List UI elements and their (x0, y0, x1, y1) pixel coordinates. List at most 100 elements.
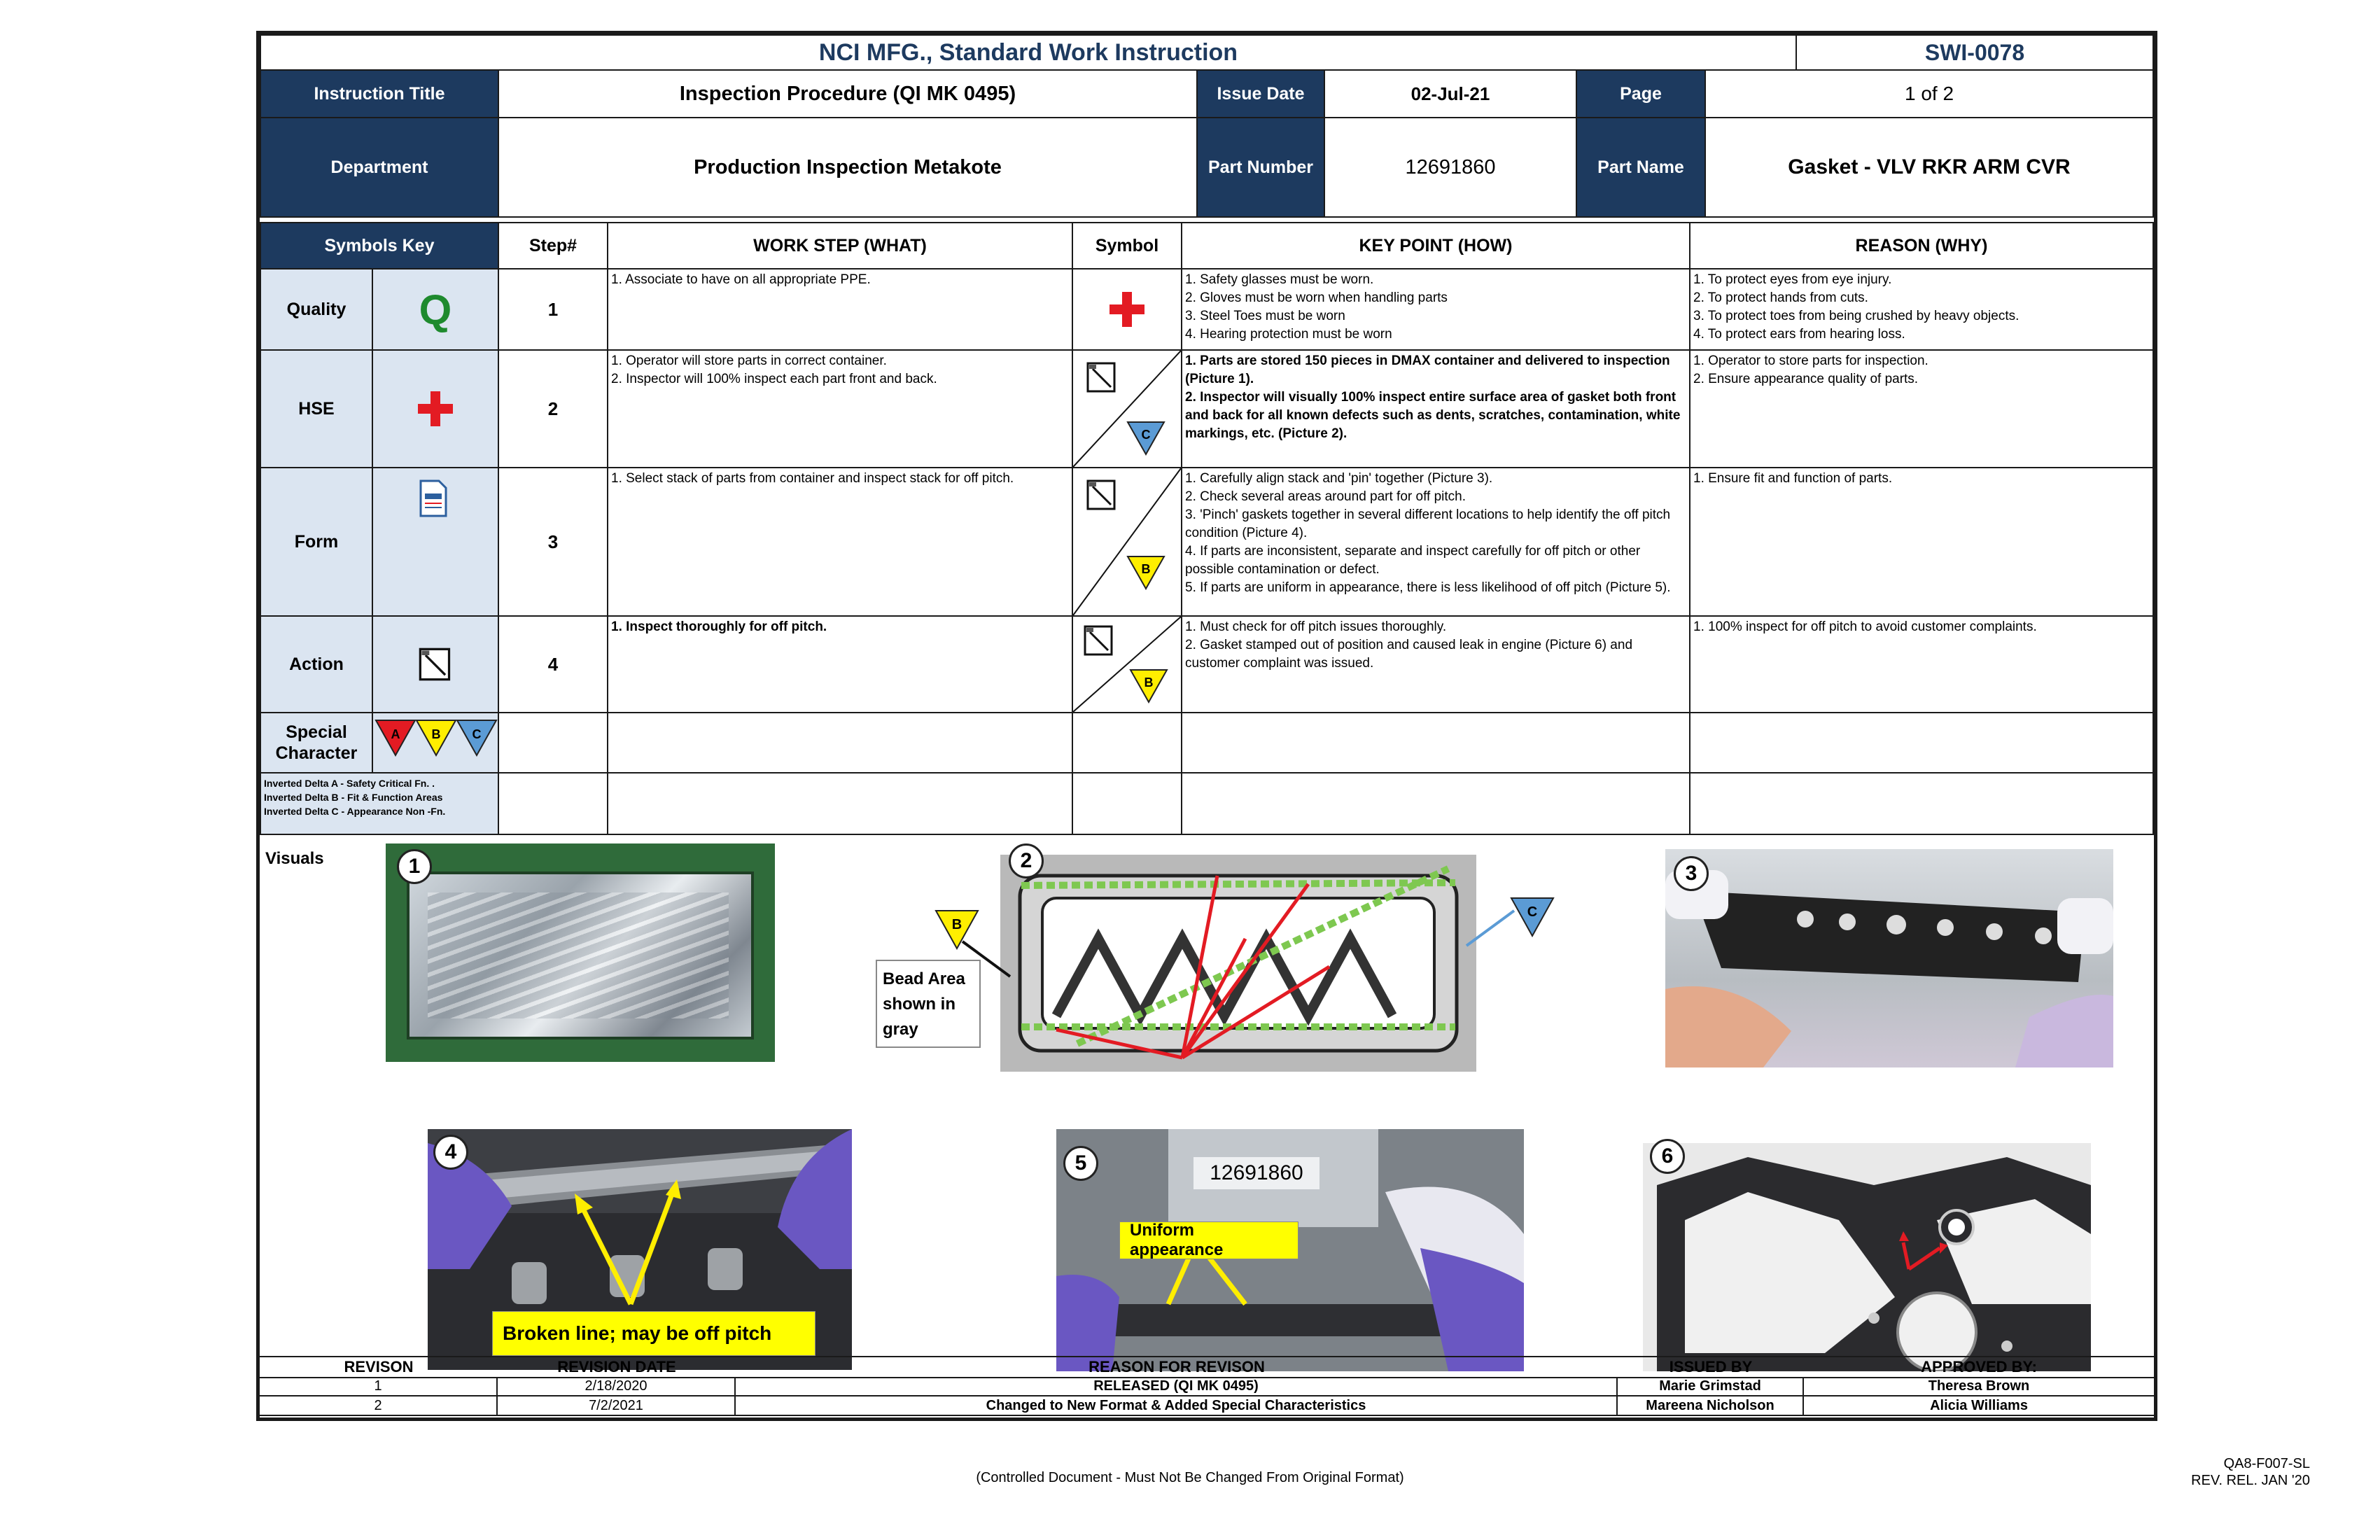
picture-6-number: 6 (1650, 1139, 1685, 1174)
gasket-closeup-drawing (1657, 1157, 2091, 1371)
step-3-number: 3 (498, 467, 608, 617)
picture-1-parts-container (386, 844, 775, 1062)
step-header: Step# (498, 222, 608, 270)
issue-date: 02-Jul-21 (1324, 69, 1577, 118)
symbol-header: Symbol (1072, 222, 1182, 270)
svg-text:B: B (432, 727, 441, 741)
hse-cross-icon (418, 391, 453, 426)
key-hse-symbol (372, 349, 499, 468)
diagonal-divider (1073, 468, 1181, 615)
delta-c-icon: C (1126, 421, 1166, 456)
row-6-step (498, 772, 608, 835)
svg-text:B: B (1142, 562, 1151, 576)
step-4-what: 1. Inspect thoroughly for off pitch. (607, 615, 1073, 713)
bead-area-arrow (961, 940, 1011, 978)
visuals-label: Visuals (265, 849, 324, 868)
revision-table: REVISON REVISION DATE REASON FOR REVISON… (260, 1356, 2154, 1418)
part-number-label: Part Number (1196, 117, 1325, 218)
step-4-why: 1. 100% inspect for off pitch to avoid c… (1689, 615, 2154, 713)
revision-date-col-header: REVISION DATE (557, 1358, 676, 1376)
revision-col-header: REVISON (344, 1358, 414, 1376)
department: Production Inspection Metakote (498, 117, 1198, 218)
step-4-number: 4 (498, 615, 608, 713)
step-2-number: 2 (498, 349, 608, 468)
page-label: Page (1576, 69, 1706, 118)
revision-row-2: 2 7/2/2021 Changed to New Format & Added… (260, 1396, 2154, 1416)
delta-c-icon: C (456, 720, 498, 757)
company-title: NCI MFG., Standard Work Instruction (260, 34, 1797, 71)
svg-text:B: B (952, 917, 962, 932)
step-3-symbol: B (1072, 467, 1182, 617)
step-4-how: 1. Must check for off pitch issues thoro… (1181, 615, 1690, 713)
step-1-what: 1. Associate to have on all appropriate … (607, 268, 1073, 351)
revision-approved-by: Theresa Brown (1928, 1378, 2030, 1394)
diagonal-divider (1073, 617, 1181, 712)
delta-legend: Inverted Delta A - Safety Critical Fn. .… (260, 772, 499, 835)
row-5-why (1689, 712, 2154, 774)
row-6-symbol (1072, 772, 1182, 835)
picture-5-number: 5 (1063, 1146, 1098, 1181)
controlled-document-note: (Controlled Document - Must Not Be Chang… (976, 1470, 1404, 1485)
part-name: Gasket - VLV RKR ARM CVR (1704, 117, 2154, 218)
svg-text:A: A (391, 727, 400, 741)
action-checklist-icon (1086, 362, 1116, 393)
key-hse-label: HSE (260, 349, 373, 468)
action-checklist-icon (1086, 479, 1116, 510)
work-step-header: WORK STEP (WHAT) (607, 222, 1073, 270)
department-label: Department (260, 117, 499, 218)
step-1-number: 1 (498, 268, 608, 351)
svg-text:C: C (472, 727, 482, 741)
revision-reason: Changed to New Format & Added Special Ch… (736, 1396, 1618, 1415)
step-2-how: 1. Parts are stored 150 pieces in DMAX c… (1181, 349, 1690, 468)
approved-by-col-header: APPROVED BY: (1921, 1358, 2037, 1376)
picture-6-off-pitch-gasket (1643, 1143, 2091, 1371)
issue-date-label: Issue Date (1196, 69, 1325, 118)
form-code: QA8-F007-SL (2223, 1456, 2310, 1471)
held-gasket-drawing (1665, 870, 2113, 1068)
uniform-appearance-note: Uniform appearance (1119, 1221, 1298, 1259)
revision-date: 2/18/2020 (498, 1377, 736, 1395)
delta-a-icon: A (374, 720, 416, 757)
visuals-section: Visuals 1 2 Bead Area shown i (260, 834, 2154, 1387)
key-point-header: KEY POINT (HOW) (1181, 222, 1690, 270)
doc-number: SWI-0078 (1795, 34, 2154, 71)
stack-part-number-label: 12691860 (1194, 1157, 1320, 1189)
step-2-why: 1. Operator to store parts for inspectio… (1689, 349, 2154, 468)
row-6-what (607, 772, 1073, 835)
row-6-how (1181, 772, 1690, 835)
symbols-key-header: Symbols Key (260, 222, 499, 270)
key-form-symbol (372, 467, 499, 617)
key-action-label: Action (260, 615, 373, 713)
revision-approved-by: Alicia Williams (1930, 1398, 2028, 1413)
revision-reason: RELEASED (QI MK 0495) (736, 1377, 1618, 1395)
instruction-title-label: Instruction Title (260, 69, 499, 118)
broken-line-note: Broken line; may be off pitch (492, 1311, 816, 1356)
bead-area-note: Bead Area shown in gray (876, 960, 981, 1048)
quality-q-icon: Q (419, 286, 452, 333)
part-number: 12691860 (1324, 117, 1577, 218)
gasket-outline-drawing (1018, 865, 1459, 1060)
svg-text:C: C (1527, 904, 1537, 920)
picture-4-number: 4 (433, 1135, 468, 1170)
svg-text:C: C (1142, 428, 1151, 442)
action-checklist-icon (1084, 625, 1113, 656)
row-5-step (498, 712, 608, 774)
row-5-what (607, 712, 1073, 774)
key-quality-symbol: Q (372, 268, 499, 351)
row-5-symbol (1072, 712, 1182, 774)
form-document-icon (419, 479, 447, 517)
delta-b-icon: B (1126, 556, 1166, 590)
revision-release: REV. REL. JAN '20 (2191, 1473, 2310, 1488)
picture-2-number: 2 (1009, 844, 1044, 878)
revision-number: 1 (260, 1377, 498, 1395)
reason-col-header: REASON FOR REVISON (1088, 1358, 1265, 1376)
step-1-symbol (1072, 268, 1182, 351)
work-instruction-sheet: NCI MFG., Standard Work Instruction SWI-… (256, 31, 2157, 1421)
part-name-label: Part Name (1576, 117, 1706, 218)
delta-b-icon: B (934, 910, 979, 950)
delta-c-icon: C (1510, 897, 1555, 937)
key-special-character-label: Special Character (260, 712, 373, 774)
picture-3-number: 3 (1674, 856, 1709, 891)
step-3-how: 1. Carefully align stack and 'pin' toget… (1181, 467, 1690, 617)
diagonal-divider (1073, 351, 1181, 467)
